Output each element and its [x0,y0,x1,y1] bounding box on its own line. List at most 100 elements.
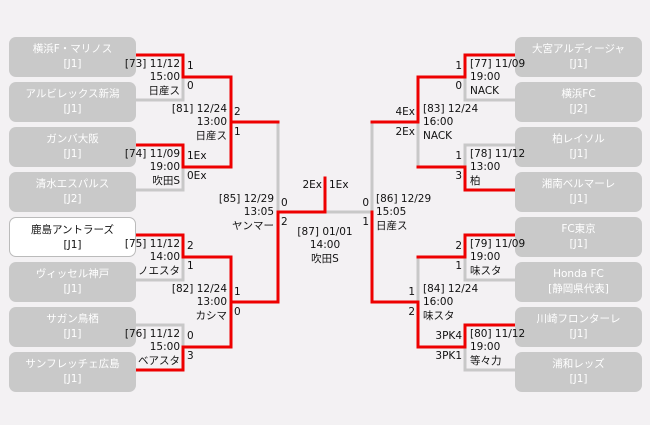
team-league: [J1] [569,238,588,250]
team-box[interactable]: 横浜F・マリノス [J1] [9,37,136,77]
score-bottom: 0 [234,306,241,318]
score-top: 1 [455,60,462,72]
match-venue: NACK [470,85,500,97]
match-venue: ヤンマー [232,220,274,232]
score-top: 1 [234,286,241,298]
score-bottom: 0 [455,80,462,92]
match-time: 19:00 [470,71,501,83]
match-venue: 等々力 [470,355,502,367]
team-box[interactable]: アルビレックス新潟[J1] [9,82,136,122]
score-top: 1 [408,286,415,298]
match-time: 15:00 [149,341,180,353]
final-venue: 吹田S [311,253,339,265]
team-name: Honda FC [553,268,604,280]
team-name: 大宮アルディージャ [532,43,625,55]
match-id: [79] 11/09 [470,238,526,250]
score-top: 0 [281,197,288,209]
match-time: 19:00 [470,251,501,263]
match-id: [77] 11/09 [470,58,526,70]
match-time: 13:05 [243,206,274,218]
score-bottom: 2Ex [395,126,415,138]
score-top: 0 [187,330,194,342]
team-box[interactable]: Honda FC [静岡県代表] [515,262,642,302]
team-league: [J2] [569,103,588,115]
score-bottom: 1 [362,216,369,228]
team-name: 横浜FC [561,88,596,100]
team-league: [J1] [63,148,82,160]
team-name: FC東京 [561,223,596,235]
team-league: [J2] [63,193,82,205]
match-venue: ノエスタ [138,265,180,277]
team-box[interactable]: 横浜FC [J2] [515,82,642,122]
score-bottom: 3 [187,350,194,362]
score-bottom: 1 [187,260,194,272]
match-id: [75] 11/12 [124,238,180,250]
team-name: 柏レイソル [552,133,605,145]
team-box[interactable]: ヴィッセル神戸 [J1] [9,262,136,302]
match-venue: 日産ス [148,85,181,97]
team-league: [J1] [63,328,82,340]
match-venue: 日産ス [376,220,408,232]
match-id: [85] 12/29 [218,193,274,205]
match-id: [76] 11/12 [124,328,180,340]
team-name: 川崎フロンターレ [536,313,621,325]
score-top: 2 [455,240,462,252]
match-id: [73] 11/12 [124,58,180,70]
final-time: 14:00 [309,239,341,251]
team-box[interactable]: ガンバ大阪 [J1] [9,127,136,167]
team-name: 湘南ベルマーレ [541,178,616,190]
score-bottom: 0 [187,80,194,92]
score-top: 0 [362,197,369,209]
match-id: [84] 12/24 [423,283,479,295]
team-box[interactable]: 清水エスパルス [J2] [9,172,136,212]
team-name: ヴィッセル神戸 [35,268,110,280]
team-box[interactable]: 川崎フロンターレ [J1] [515,307,642,347]
team-box[interactable]: 鹿島アントラーズ [J1] [9,217,136,257]
score-bottom: 0Ex [187,170,207,182]
team-league: [J1] [63,58,82,70]
score-top: 1 [455,150,462,162]
team-league: [静岡県代表] [548,283,609,295]
team-name: ガンバ大阪 [46,133,99,145]
score-top: 1 [187,60,194,72]
match-id: [81] 12/24 [171,103,227,115]
match-time: 16:00 [423,116,454,128]
team-league: [J1] [569,328,588,340]
score-bottom: 2 [281,216,288,228]
match-time: 19:00 [149,161,180,173]
team-name: 清水エスパルス [35,178,110,190]
team-league: [J1] [569,373,588,385]
team-box[interactable]: 湘南ベルマーレ[J1] [515,172,642,212]
match-id: [80] 11/12 [470,328,526,340]
team-league: [J1] [63,373,82,385]
team-box[interactable]: サガン鳥栖[J1] [9,307,136,347]
score-bottom: 2 [408,306,415,318]
score-bottom: 1 [234,126,241,138]
team-box[interactable]: サンフレッチェ広島[J1] [9,352,136,392]
score-top: 2 [187,240,194,252]
team-box[interactable]: 柏レイソル [J1] [515,127,642,167]
match-id: [82] 12/24 [171,283,227,295]
match-venue: ベアスタ [138,355,180,367]
score-bottom: 1 [455,260,462,272]
team-box[interactable]: 浦和レッズ[J1] [515,352,642,392]
final-id: [87] 01/01 [297,226,353,238]
final-score-right-ex: 1Ex [329,179,349,191]
match-id: [78] 11/12 [470,148,526,160]
team-box[interactable]: 大宮アルディージャ[J1] [515,37,642,77]
team-league: [J1] [63,283,82,295]
team-name: 横浜F・マリノス [32,43,113,55]
team-league: [J1] [569,148,588,160]
team-league: [J1] [63,239,82,251]
match-time: 15:05 [376,206,407,218]
team-box[interactable]: FC東京 [J1] [515,217,642,257]
match-id: [74] 11/09 [124,148,180,160]
match-venue: 柏 [470,175,481,187]
team-league: [J1] [63,103,82,115]
score-top: 4Ex [395,106,415,118]
score-top: 2 [234,106,241,118]
team-name: 鹿島アントラーズ [30,224,115,236]
match-time: 13:00 [196,296,227,308]
match-venue: 味スタ [423,310,455,322]
